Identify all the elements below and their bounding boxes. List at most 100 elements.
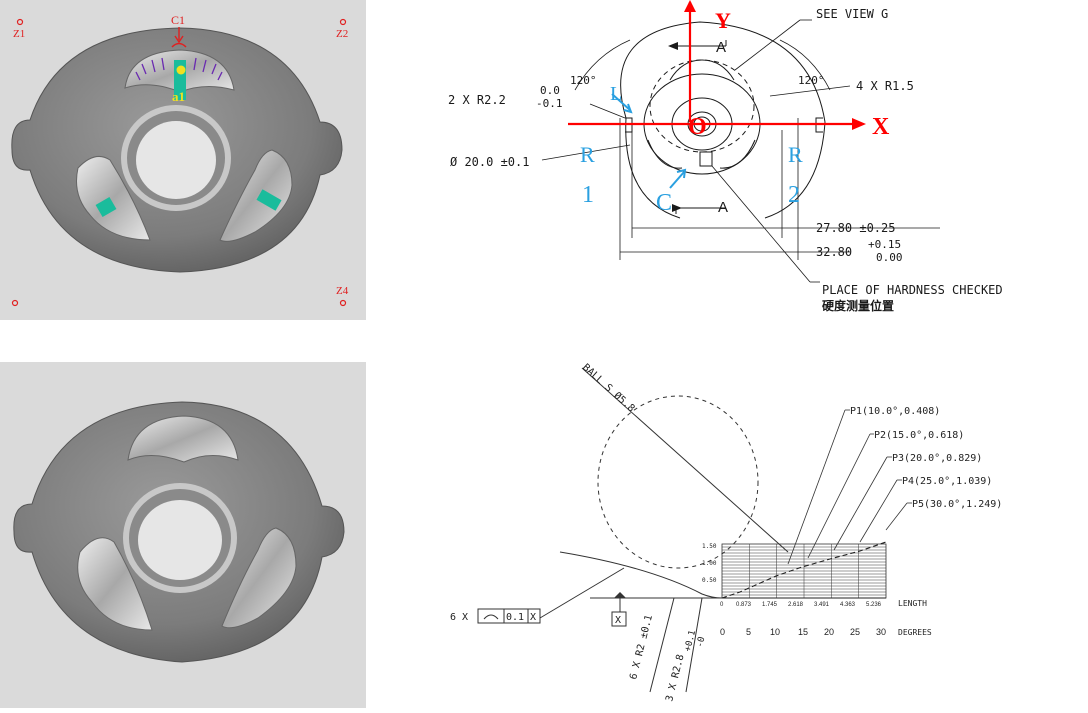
point-label-p1: P1(10.0°,0.408) bbox=[850, 406, 940, 417]
a1-label: a1 bbox=[172, 89, 185, 104]
point-labels: P1(10.0°,0.408) P2(15.0°,0.618) P3(20.0°… bbox=[850, 406, 1002, 510]
point-label-p4: P4(25.0°,1.039) bbox=[902, 476, 992, 487]
part-photo-plain-svg bbox=[0, 362, 366, 708]
pocket-left bbox=[76, 155, 151, 241]
c-annotation: C bbox=[656, 190, 672, 216]
length-tick-3: 2.618 bbox=[788, 602, 804, 608]
degree-tick-6: 30 bbox=[876, 627, 886, 637]
dimension-lines bbox=[541, 19, 940, 283]
length-tick-6: 5.236 bbox=[866, 602, 882, 608]
r28-label: 3 X R2.8 bbox=[664, 653, 686, 702]
angle-arcs bbox=[574, 39, 831, 91]
section-a-top: A bbox=[716, 39, 726, 56]
r15-label: 4 X R1.5 bbox=[856, 79, 914, 93]
stripe-left bbox=[95, 196, 117, 218]
section-arrow-bottom bbox=[672, 204, 682, 212]
angle-left-label: 120° bbox=[570, 74, 597, 87]
angle-right-label: 120° bbox=[798, 74, 825, 87]
r1-annotation: R bbox=[580, 142, 595, 167]
point-leaders bbox=[787, 409, 912, 565]
z2-label: Z2 bbox=[336, 28, 348, 40]
c-arrowhead bbox=[676, 168, 687, 179]
l-arrow bbox=[611, 93, 631, 111]
z4-label: Z4 bbox=[336, 285, 349, 297]
part-photo-annotated: a1 C1 Z1 Z2 Z4 bbox=[0, 0, 366, 320]
datum-x-label: X bbox=[615, 615, 621, 626]
fcf-tolerance: 0.1 bbox=[506, 612, 524, 623]
dim-3280-tol-upper: +0.15 bbox=[868, 238, 901, 251]
y-tick-label-3: 0.50 bbox=[702, 577, 717, 584]
r22-tol-upper: 0.0 bbox=[540, 84, 560, 97]
hardness-label-cn: 硬度测量位置 bbox=[822, 298, 894, 313]
z1-label: Z1 bbox=[13, 28, 25, 40]
y-tick-label-1: 1.50 bbox=[702, 543, 717, 550]
n1-annotation: 1 bbox=[582, 182, 594, 208]
pocket-right bbox=[221, 527, 297, 629]
top-view-drawing-svg: A A Y X O L bbox=[448, 0, 1003, 313]
r2-label: 6 X R2 ±0.1 bbox=[628, 614, 655, 681]
profile-chart: 1.50 1.00 0.50 0 0.873 1.745 2.618 3.491… bbox=[702, 541, 932, 637]
z3-marker bbox=[11, 299, 19, 307]
profile-curve bbox=[721, 541, 887, 599]
fcf-datum: X bbox=[530, 612, 536, 623]
length-tick-5: 4.363 bbox=[840, 602, 856, 608]
ball-circle bbox=[597, 395, 759, 569]
length-tick-2: 1.745 bbox=[762, 602, 778, 608]
z2-marker bbox=[339, 18, 347, 26]
see-view-label: SEE VIEW G bbox=[816, 7, 888, 21]
profile-symbol bbox=[483, 614, 499, 620]
hardness-label-en: PLACE OF HARDNESS CHECKED bbox=[822, 283, 1003, 297]
scratch-marks bbox=[135, 57, 223, 81]
center-hole bbox=[138, 500, 222, 580]
r28-tol-lower: -0 bbox=[695, 636, 707, 649]
degree-tick-0: 0 bbox=[720, 627, 725, 637]
z4-marker bbox=[339, 299, 347, 307]
c-arrow bbox=[669, 171, 685, 189]
dim-2780-label: 27.80 ±0.25 bbox=[816, 221, 895, 235]
part-photo-annotated-svg: a1 C1 Z1 Z2 Z4 bbox=[0, 0, 366, 320]
chart-vgrid bbox=[749, 544, 859, 598]
top-view-drawing: A A Y X O L bbox=[420, 0, 1088, 320]
x-axis-label: X bbox=[872, 114, 890, 140]
profile-detail-drawing: BALL S Ø5.8 P1(10.0°,0.408) P2(15.0°,0.6… bbox=[440, 361, 1088, 708]
c1-label: C1 bbox=[171, 13, 185, 27]
n2-annotation: 2 bbox=[788, 182, 800, 208]
degrees-label: DEGREES bbox=[898, 628, 932, 637]
pocket-left bbox=[77, 537, 153, 631]
x-axis-arrowhead bbox=[852, 118, 866, 130]
c1-arc bbox=[171, 42, 187, 48]
dim-3280-label: 32.80 bbox=[816, 245, 852, 259]
center-hole bbox=[136, 121, 216, 199]
degree-tick-2: 10 bbox=[770, 627, 780, 637]
fcf-datum-cell bbox=[527, 608, 541, 624]
fcf-profile-cell bbox=[477, 608, 505, 624]
pocket-top bbox=[127, 415, 239, 463]
point-label-p2: P2(15.0°,0.618) bbox=[874, 430, 964, 441]
part-photo-plain bbox=[0, 362, 366, 708]
datum-box bbox=[611, 611, 627, 627]
section-a-bottom: A bbox=[718, 199, 728, 216]
a1-point bbox=[176, 65, 186, 75]
c1-arrowhead bbox=[174, 35, 184, 44]
l-arrowhead bbox=[623, 103, 633, 114]
length-label: LENGTH bbox=[898, 599, 927, 608]
y-axis-arrowhead bbox=[684, 0, 696, 12]
length-tick-labels: 0 0.873 1.745 2.618 3.491 4.363 5.236 bbox=[720, 602, 882, 608]
degree-tick-4: 20 bbox=[824, 627, 834, 637]
length-tick-4: 3.491 bbox=[814, 602, 830, 608]
degree-tick-1: 5 bbox=[746, 627, 751, 637]
length-tick-0: 0 bbox=[720, 602, 724, 608]
ball-label: BALL S Ø5.8 bbox=[580, 362, 637, 415]
datum-triangle bbox=[614, 592, 626, 598]
z1-marker bbox=[16, 18, 24, 26]
hidden-circle bbox=[649, 59, 755, 153]
r22-tol-lower: -0.1 bbox=[536, 97, 563, 110]
profile-geometry bbox=[539, 551, 723, 693]
diameter-label: Ø 20.0 ±0.1 bbox=[450, 155, 529, 169]
degree-tick-3: 15 bbox=[798, 627, 808, 637]
ball-leader bbox=[581, 367, 789, 553]
y-tick-label-2: 1.00 bbox=[702, 560, 717, 567]
r2-annotation: R bbox=[788, 142, 803, 167]
y-axis-label: Y bbox=[715, 8, 731, 33]
section-lines bbox=[675, 40, 727, 214]
